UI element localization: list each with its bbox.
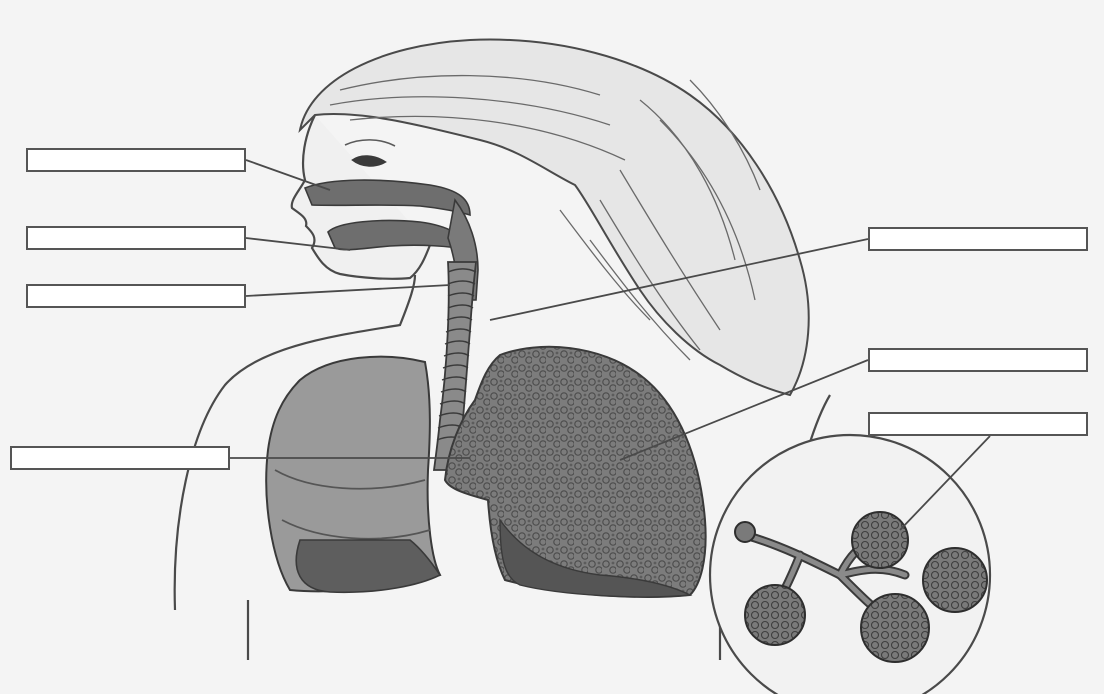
left-lung-viewer xyxy=(266,357,440,593)
right-lung-viewer xyxy=(445,347,706,597)
alveolus-cluster-top xyxy=(852,512,908,568)
label-box-1[interactable] xyxy=(26,148,246,172)
label-box-5[interactable] xyxy=(868,227,1088,251)
label-box-7[interactable] xyxy=(868,412,1088,436)
label-box-2[interactable] xyxy=(26,226,246,250)
eyebrow xyxy=(345,140,395,146)
alveolus-cluster-left xyxy=(745,585,805,645)
alveolus-cluster-right xyxy=(923,548,987,612)
alveoli-magnification xyxy=(710,435,990,694)
label-box-6[interactable] xyxy=(868,348,1088,372)
label-box-4[interactable] xyxy=(10,446,230,470)
alveolus-cluster-bottom xyxy=(861,594,929,662)
label-box-3[interactable] xyxy=(26,284,246,308)
